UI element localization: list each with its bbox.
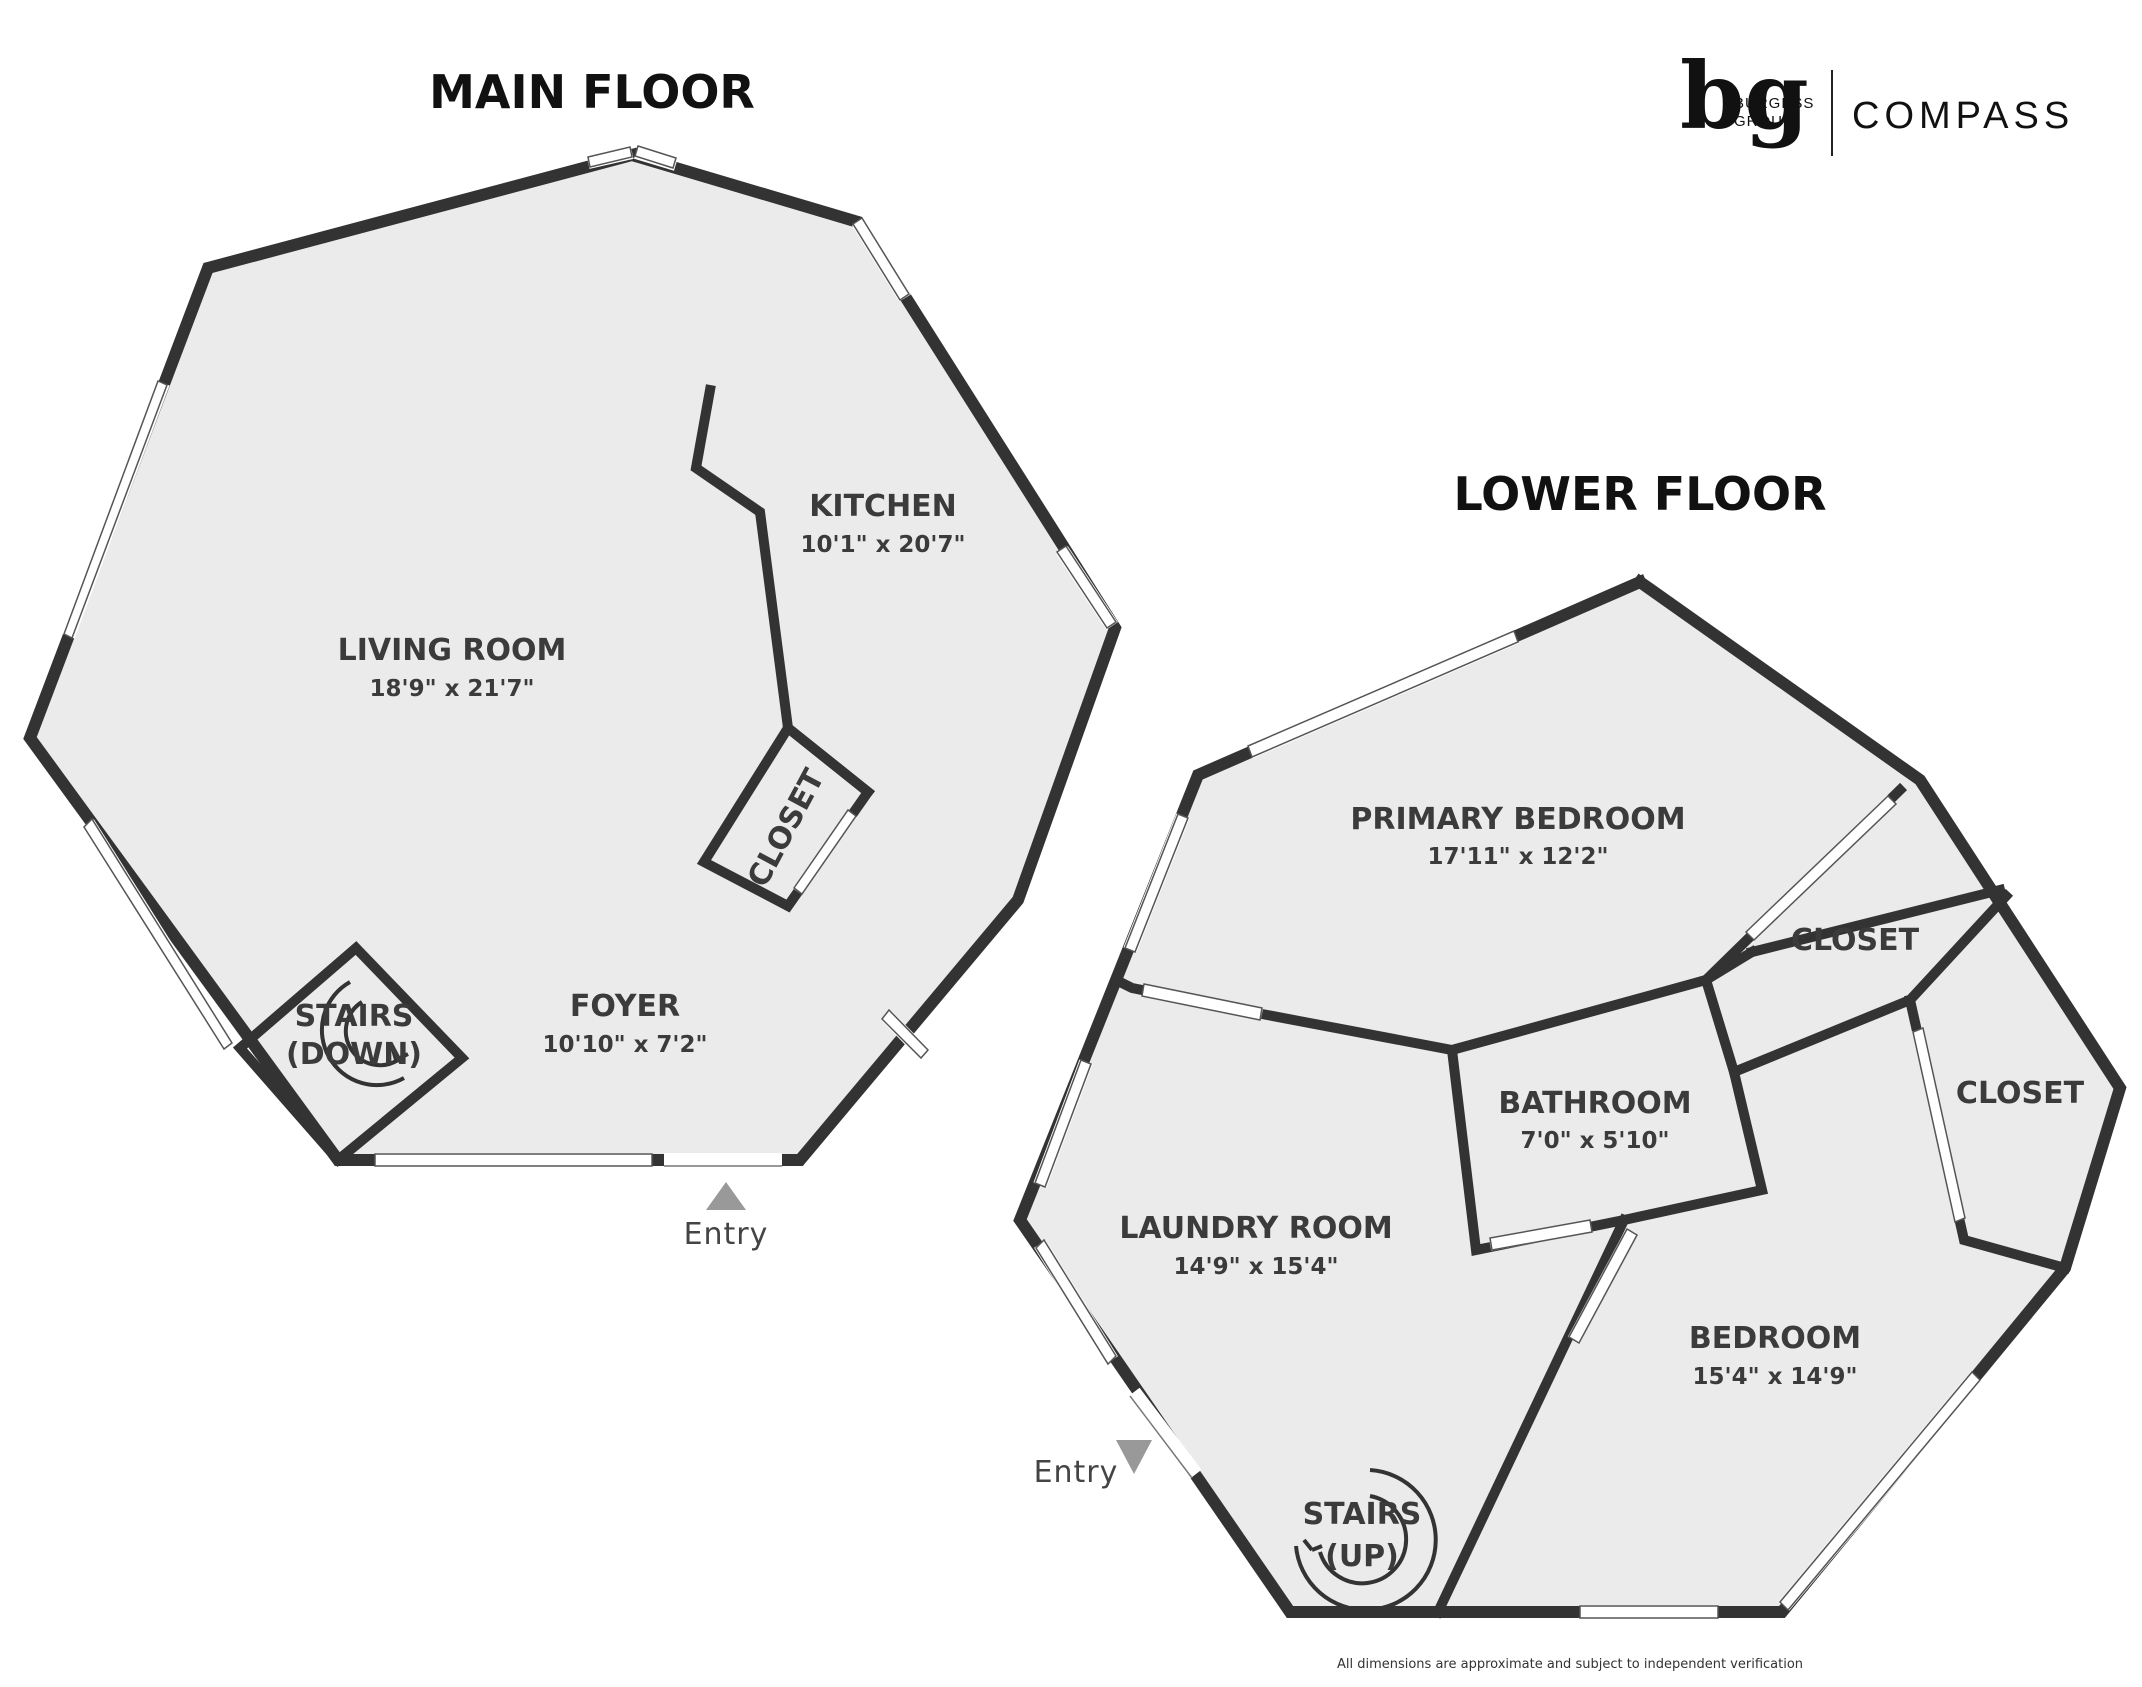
- door: [1744, 794, 1898, 942]
- window: [1035, 1238, 1117, 1366]
- stairs-down-walls: [232, 941, 470, 1167]
- room-dimensions: 7'0" x 5'10": [1521, 1128, 1670, 1154]
- window: [587, 146, 633, 168]
- living-room-label: LIVING ROOM 18'9" x 21'7": [338, 633, 567, 702]
- entry-arrow-icon: [706, 1182, 746, 1210]
- compass-logo: COMPASS: [1852, 95, 2074, 137]
- room-name: LAUNDRY ROOM: [1119, 1211, 1392, 1246]
- main-windows: [61, 145, 1118, 1167]
- room-name: BATHROOM: [1498, 1086, 1691, 1121]
- room-name: STAIRS: [295, 999, 414, 1034]
- stairs-down-spiral: [319, 980, 409, 1088]
- door: [1489, 1219, 1593, 1251]
- room-note: (DOWN): [286, 1037, 422, 1072]
- lower-interior-doors: [1141, 794, 1967, 1345]
- closet-door: [792, 808, 858, 896]
- room-dimensions: 14'9" x 15'4": [1174, 1254, 1339, 1280]
- door: [1141, 983, 1263, 1021]
- main-entry-marker: Entry: [684, 1182, 769, 1252]
- brand-logo: bg BURGESS GROUP COMPASS: [1680, 42, 2074, 156]
- room-name: CLOSET: [1956, 1076, 2085, 1111]
- room-dimensions: 10'1" x 20'7": [801, 532, 966, 558]
- door: [1568, 1227, 1638, 1345]
- window: [634, 145, 677, 169]
- room-name: CLOSET: [1791, 923, 1920, 958]
- main-floor-title: MAIN FLOOR: [429, 65, 755, 119]
- closet-east-wall: [1745, 883, 2007, 959]
- main-floor-area: [30, 155, 1115, 1160]
- window: [1247, 629, 1519, 759]
- window: [374, 1153, 653, 1167]
- lower-floor-title: LOWER FLOOR: [1453, 467, 1826, 521]
- room-name: BEDROOM: [1689, 1321, 1861, 1356]
- lower-floor-plan: LOWER FLOOR: [1013, 467, 2127, 1619]
- window: [1124, 813, 1189, 953]
- main-floor-plan: MAIN FLOOR: [23, 65, 1122, 1252]
- primary-bedroom-label: PRIMARY BEDROOM 17'11" x 12'2": [1350, 802, 1685, 870]
- window: [1579, 1605, 1719, 1619]
- bedroom-laundry-wall: [1431, 1213, 1631, 1619]
- room-name: KITCHEN: [809, 489, 957, 524]
- door: [1912, 1026, 1966, 1224]
- disclaimer-text: All dimensions are approximate and subje…: [1337, 1657, 1803, 1672]
- entry-arrow-icon: [1116, 1440, 1152, 1474]
- lower-closet-label: CLOSET: [1791, 923, 1920, 958]
- window: [851, 216, 911, 302]
- room-name: PRIMARY BEDROOM: [1350, 802, 1685, 837]
- room-name: STAIRS: [1303, 1497, 1422, 1532]
- burgess-label: BURGESS: [1734, 95, 1814, 112]
- window: [881, 1008, 930, 1060]
- lower-windows: [1033, 629, 1982, 1619]
- window: [1055, 544, 1118, 630]
- stairs-up-label: STAIRS (UP): [1303, 1497, 1422, 1574]
- foyer-label: FOYER 10'10" x 7'2": [543, 989, 708, 1058]
- room-dimensions: 18'9" x 21'7": [370, 676, 535, 702]
- group-label: GROUP: [1734, 113, 1794, 130]
- room-name: FOYER: [570, 989, 680, 1024]
- room-dimensions: 17'11" x 12'2": [1428, 844, 1609, 870]
- window: [1034, 1059, 1092, 1188]
- room-dimensions: 10'10" x 7'2": [543, 1032, 708, 1058]
- room-dimensions: 15'4" x 14'9": [1693, 1364, 1858, 1390]
- lower-entry-marker: Entry: [1034, 1440, 1152, 1490]
- laundry-room-label: LAUNDRY ROOM 14'9" x 15'4": [1119, 1211, 1392, 1280]
- stairs-up-spiral: [1294, 1468, 1438, 1612]
- closet-partition-wall: [1699, 888, 2014, 1079]
- window: [83, 817, 234, 1051]
- main-closet-walls: [696, 720, 875, 913]
- room-name: LIVING ROOM: [338, 633, 567, 668]
- stairs-down-label: STAIRS (DOWN): [286, 999, 422, 1072]
- far-closet-label: CLOSET: [1956, 1076, 2085, 1111]
- entry-label: Entry: [684, 1217, 769, 1252]
- room-note: (UP): [1325, 1539, 1399, 1574]
- window: [1778, 1370, 1982, 1612]
- window: [63, 379, 168, 640]
- bedroom-label: BEDROOM 15'4" x 14'9": [1689, 1321, 1861, 1390]
- kitchen-label: KITCHEN 10'1" x 20'7": [801, 489, 966, 558]
- burgess-group-monogram: bg: [1680, 42, 1809, 150]
- bathroom-label: BATHROOM 7'0" x 5'10": [1498, 1086, 1691, 1154]
- entry-label: Entry: [1034, 1455, 1119, 1490]
